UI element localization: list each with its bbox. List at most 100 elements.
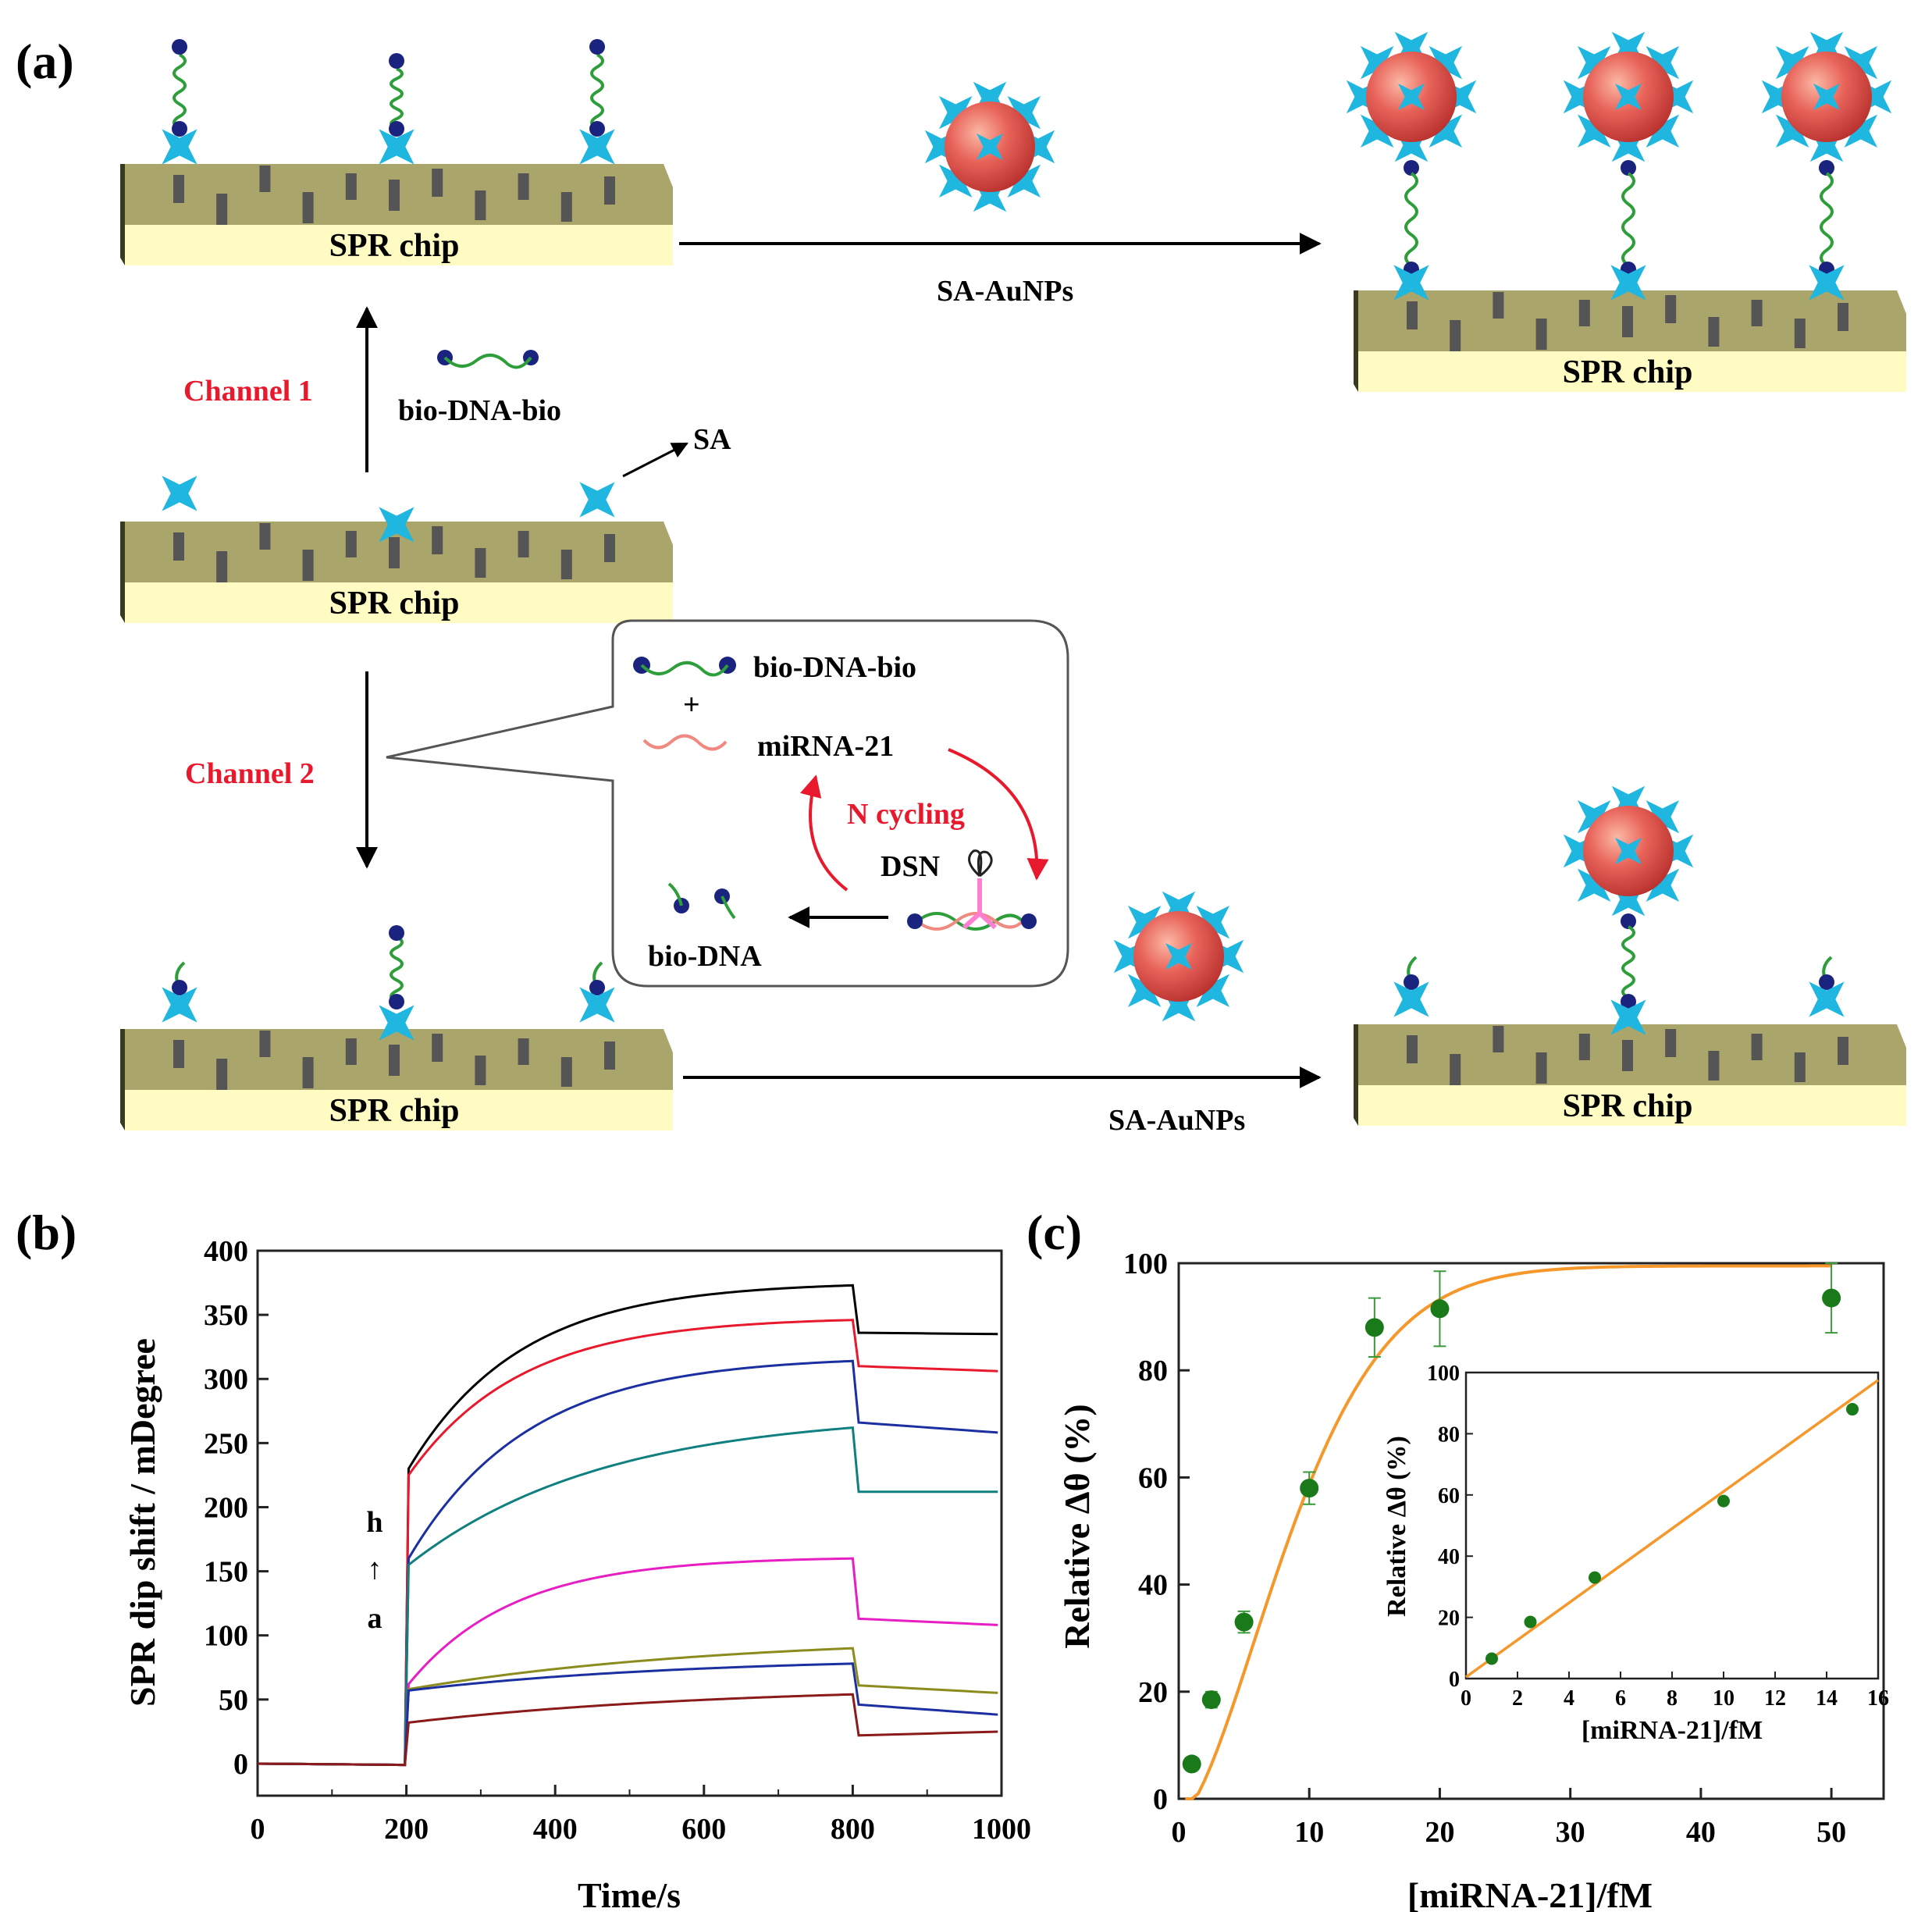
chip-front-face: [125, 225, 673, 265]
x-tick-label: 50: [1816, 1816, 1846, 1849]
inset-xlabel: [miRNA-21]/fM: [1582, 1716, 1763, 1745]
linker-bar: [1838, 1037, 1848, 1065]
linker-bar: [345, 531, 357, 557]
linker-bar: [259, 166, 271, 192]
linker-bar: [1838, 303, 1848, 331]
dna-strand: [390, 67, 404, 130]
x-tick-label: 1000: [972, 1813, 1031, 1846]
inset-y-tick-label: 0: [1449, 1668, 1460, 1692]
streptavidin-icon: [1165, 943, 1192, 970]
linker-bar: [518, 1038, 529, 1065]
streptavidin-icon: [977, 134, 1003, 160]
chip-edge: [1354, 1024, 1358, 1126]
y-tick-label: 100: [204, 1620, 248, 1653]
spr-chip: SPR chip: [120, 522, 673, 623]
biotin-icon: [172, 39, 187, 55]
y-tick-label: 50: [219, 1684, 248, 1717]
linker-bar: [216, 1059, 228, 1090]
linker-bar: [1622, 306, 1633, 337]
linker-bar: [1407, 301, 1418, 329]
inset-x-tick-label: 2: [1512, 1686, 1523, 1711]
biotin-icon: [389, 121, 404, 137]
biotin-icon: [389, 925, 404, 941]
linker-bar: [560, 1057, 572, 1087]
streptavidin-icon: [579, 987, 615, 1023]
spr-chip: SPR chip: [1354, 1024, 1906, 1126]
channel2-label: Channel 2: [185, 757, 315, 790]
y-tick-label: 400: [204, 1235, 248, 1268]
sa-aunp-icon: [1563, 785, 1694, 917]
linker-bar: [604, 176, 615, 205]
inset-data-point: [1485, 1652, 1498, 1665]
chip-label: SPR chip: [1563, 354, 1693, 390]
y-tick-label: 350: [204, 1299, 248, 1332]
streptavidin-icon: [162, 129, 197, 165]
data-point: [1822, 1288, 1841, 1308]
linker-bar: [475, 548, 486, 578]
dna-strand: [590, 53, 604, 130]
streptavidin-icon: [162, 987, 197, 1023]
linker-bar: [259, 523, 271, 550]
annotation-a: a: [368, 1602, 382, 1635]
linker-bar: [216, 551, 228, 582]
biotin-icon: [589, 39, 605, 55]
linker-bar: [432, 1034, 443, 1062]
inset-fit-line: [1464, 1379, 1880, 1679]
streptavidin-icon: [1809, 265, 1845, 301]
linker-bar: [518, 173, 529, 200]
x-tick-label: 0: [1172, 1816, 1187, 1849]
inset-x-tick-label: 4: [1564, 1686, 1574, 1711]
spr-chip: SPR chip: [1354, 290, 1906, 392]
chip-edge: [120, 522, 125, 623]
streptavidin-icon: [1615, 838, 1642, 864]
chart-c-ylabel: Relative Δθ (%): [1057, 1404, 1097, 1648]
biotin-icon: [1404, 160, 1419, 176]
series-line-3: [257, 1426, 998, 1767]
linker-bar: [389, 180, 400, 211]
y-tick-label: 0: [233, 1748, 248, 1781]
bubble-bio-dna-bio: bio-DNA-bio: [753, 651, 916, 684]
bubble-plus: +: [683, 689, 700, 721]
y-tick-label: 40: [1138, 1569, 1168, 1602]
y-tick-label: 300: [204, 1363, 248, 1396]
linker-bar: [560, 550, 572, 579]
streptavidin-icon: [379, 1005, 415, 1041]
bubble-bio-dna-bio-icon: [640, 661, 729, 677]
x-tick-label: 800: [831, 1813, 875, 1846]
x-tick-label: 200: [384, 1813, 429, 1846]
streptavidin-icon: [579, 482, 615, 518]
linker-bar: [1578, 1034, 1590, 1060]
linker-bar: [302, 1057, 314, 1088]
y-tick-label: 80: [1138, 1355, 1168, 1387]
inset-x-tick-label: 14: [1816, 1686, 1838, 1711]
inset-y-tick-label: 60: [1438, 1484, 1460, 1508]
chip-label: SPR chip: [329, 228, 460, 264]
linker-bar: [560, 192, 572, 222]
linker-bar: [475, 190, 486, 220]
annotation-h: h: [366, 1506, 382, 1539]
linker-bar: [1794, 319, 1806, 348]
linker-bar: [1794, 1052, 1806, 1082]
x-tick-label: 0: [251, 1813, 265, 1846]
chip-front-face: [1358, 1085, 1906, 1126]
streptavidin-icon: [1393, 981, 1429, 1017]
bubble-n-cycling: N cycling: [847, 798, 965, 831]
streptavidin-icon: [1610, 999, 1646, 1035]
linker-bar: [518, 531, 529, 557]
inset-data-point: [1524, 1615, 1537, 1629]
inset-x-tick-label: 8: [1667, 1686, 1678, 1711]
inset-x-tick-label: 16: [1867, 1686, 1889, 1711]
sa-aunp-icon: [1563, 31, 1694, 162]
y-tick-label: 60: [1138, 1462, 1168, 1494]
linker-bar: [1493, 292, 1504, 319]
streptavidin-icon: [1615, 84, 1642, 110]
bubble-molecules: [633, 657, 1037, 931]
sa-aunp-icon: [924, 81, 1055, 212]
linker-bar: [302, 550, 314, 581]
